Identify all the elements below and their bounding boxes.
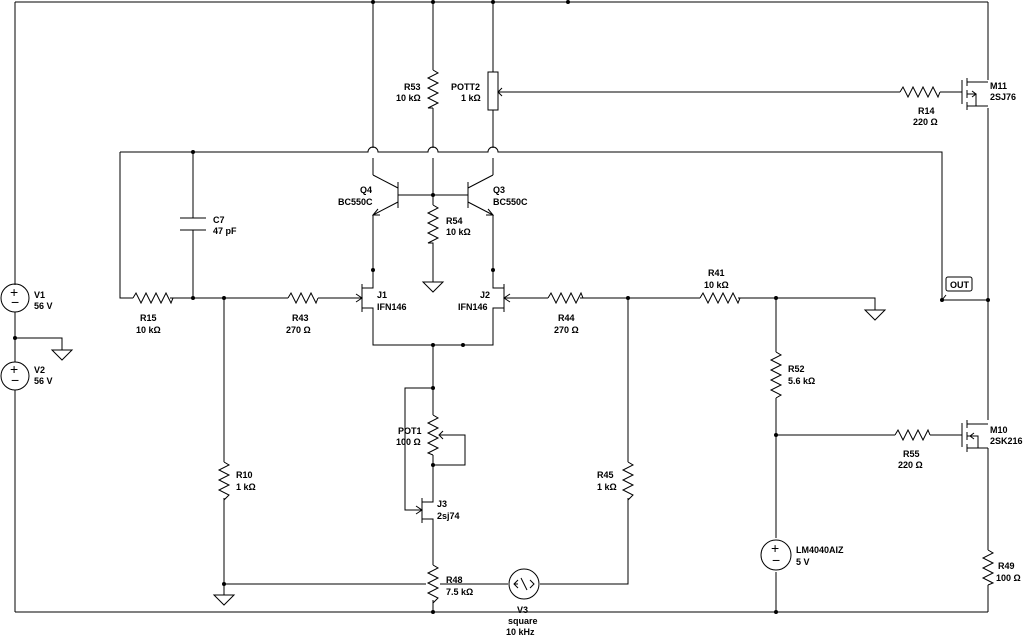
r53-ref: R53 <box>404 82 421 92</box>
svg-text:+: + <box>771 540 779 556</box>
lm4040-ref: LM4040AIZ <box>796 545 844 555</box>
r55-value: 220 Ω <box>898 460 923 470</box>
junctions <box>13 0 990 614</box>
m10-value: 2SK216 <box>990 436 1023 446</box>
m11-ref: M11 <box>990 81 1007 91</box>
m10-ref: M10 <box>990 425 1008 435</box>
r45-resistor: R45 1 kΩ <box>597 461 635 502</box>
v2-source: + − V2 56 V <box>0 361 53 391</box>
r49-resistor: R49 100 Ω <box>981 549 1021 586</box>
v3-ref: V3 <box>517 605 528 615</box>
j2-value: IFN146 <box>458 302 488 312</box>
v2-value: 56 V <box>34 376 53 386</box>
v2-ref: V2 <box>34 365 45 375</box>
r52-value: 5.6 kΩ <box>788 376 815 386</box>
r54-value: 10 kΩ <box>446 227 471 237</box>
pot1-value: 100 Ω <box>396 437 421 447</box>
r52-ref: R52 <box>788 364 805 374</box>
svg-text:−: − <box>11 372 19 388</box>
j3-jfet: J3 2sj74 <box>415 498 460 523</box>
r48-value: 7.5 kΩ <box>446 587 473 597</box>
pott2-potentiometer: POTT2 1 kΩ <box>451 71 505 111</box>
r15-resistor: R15 10 kΩ <box>132 291 174 335</box>
v1-value: 56 V <box>34 301 53 311</box>
c7-ref: C7 <box>213 215 225 225</box>
c7-value: 47 pF <box>213 226 237 236</box>
r43-resistor: R43 270 Ω <box>286 291 319 335</box>
j2-ref: J2 <box>480 290 490 300</box>
r45-ref: R45 <box>597 470 614 480</box>
pot1-ref: POT1 <box>398 426 422 436</box>
r48-potentiometer: R48 7.5 kΩ <box>426 564 473 605</box>
j1-ref: J1 <box>377 290 387 300</box>
out-label: OUT <box>950 280 970 290</box>
q4-ref: Q4 <box>360 185 372 195</box>
j3-value: 2sj74 <box>437 511 460 521</box>
r41-value: 10 kΩ <box>704 280 729 290</box>
r53-value: 10 kΩ <box>396 93 421 103</box>
j1-jfet: J1 IFN146 <box>352 272 407 322</box>
m11-mosfet: M11 2SJ76 <box>961 78 1016 110</box>
m11-value: 2SJ76 <box>990 92 1016 102</box>
q3-transistor: Q3 BC550C <box>467 174 528 216</box>
svg-text:−: − <box>11 294 19 310</box>
m10-mosfet: M10 2SK216 <box>961 420 1023 452</box>
q4-value: BC550C <box>338 197 373 207</box>
r10-resistor: R10 1 kΩ <box>217 461 256 502</box>
lm4040-value: 5 V <box>796 557 810 567</box>
r49-value: 100 Ω <box>996 573 1021 583</box>
r14-ref: R14 <box>918 106 935 116</box>
r15-ref: R15 <box>140 313 157 323</box>
v3-square-source: V3 square 10 kHz <box>506 568 540 636</box>
r41-ref: R41 <box>708 268 725 278</box>
out-net-label: OUT <box>945 276 973 292</box>
j3-ref: J3 <box>437 499 447 509</box>
svg-text:+: + <box>10 284 18 300</box>
r54-resistor: R54 10 kΩ <box>426 204 471 245</box>
svg-text:+: + <box>10 361 18 377</box>
v3-value: square <box>508 616 538 626</box>
j1-value: IFN146 <box>377 302 407 312</box>
r55-resistor: R55 220 Ω <box>894 428 931 470</box>
v1-ref: V1 <box>34 290 45 300</box>
r41-resistor: R41 10 kΩ <box>699 268 741 305</box>
lm4040-reference-source: + − LM4040AIZ 5 V <box>760 539 844 571</box>
r43-value: 270 Ω <box>286 325 311 335</box>
ground-symbols <box>50 281 887 606</box>
r15-value: 10 kΩ <box>136 325 161 335</box>
pott2-value: 1 kΩ <box>461 93 481 103</box>
r45-value: 1 kΩ <box>597 482 617 492</box>
r52-resistor: R52 5.6 kΩ <box>769 351 815 399</box>
r49-ref: R49 <box>998 561 1015 571</box>
r44-value: 270 Ω <box>554 325 579 335</box>
r55-ref: R55 <box>903 449 920 459</box>
r54-ref: R54 <box>446 216 463 226</box>
q3-value: BC550C <box>493 197 528 207</box>
r44-resistor: R44 270 Ω <box>547 291 584 335</box>
r44-ref: R44 <box>558 313 575 323</box>
r14-resistor: R14 220 Ω <box>899 85 941 127</box>
v3-frequency: 10 kHz <box>506 627 535 636</box>
pott2-ref: POTT2 <box>451 82 480 92</box>
r10-ref: R10 <box>236 470 253 480</box>
pot1-potentiometer: POT1 100 Ω <box>396 414 445 456</box>
svg-text:−: − <box>772 552 780 568</box>
r43-ref: R43 <box>292 313 309 323</box>
wires <box>14 1 989 613</box>
j2-jfet: J2 IFN146 <box>458 272 513 322</box>
q3-ref: Q3 <box>493 185 505 195</box>
c7-capacitor: C7 47 pF <box>180 215 237 236</box>
r14-value: 220 Ω <box>913 117 938 127</box>
q4-transistor: Q4 BC550C <box>338 174 399 216</box>
r53-resistor: R53 10 kΩ <box>396 69 440 109</box>
r48-ref: R48 <box>446 575 463 585</box>
v1-source: + − V1 56 V <box>0 283 53 313</box>
r10-value: 1 kΩ <box>236 482 256 492</box>
